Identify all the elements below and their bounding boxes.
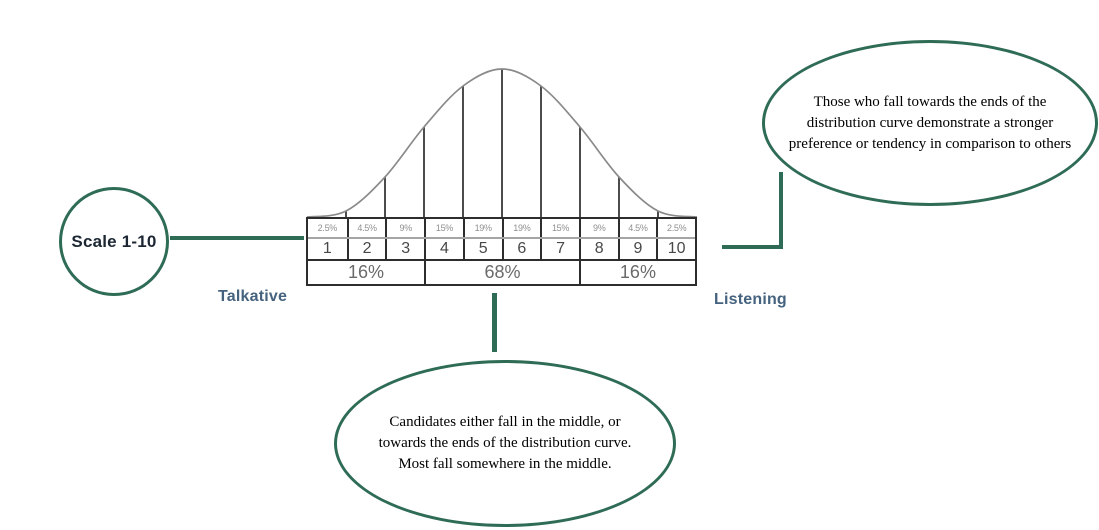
bell-curve-path <box>306 68 698 218</box>
percent-cell: 4.5% <box>617 219 657 237</box>
percent-cell: 15% <box>540 219 579 237</box>
percent-cell: 4.5% <box>346 219 386 237</box>
percent-cell: 19% <box>501 219 541 237</box>
callout-ends-of-curve: Those who fall towards the ends of the d… <box>762 40 1098 206</box>
callout-candidates-middle: Candidates either fall in the middle, or… <box>334 360 676 527</box>
callout-ends-of-curve-text: Those who fall towards the ends of the d… <box>788 93 1072 152</box>
score-cell: 1 <box>322 240 332 257</box>
percent-cell: 19% <box>462 219 502 237</box>
distribution-table: 2.5% 4.5% 9% 15% 19% 19% 15% 9% 4.5% 2.5… <box>306 217 697 286</box>
curve-segment-lines <box>345 69 659 219</box>
scale-circle-label: Scale 1-10 <box>71 231 157 251</box>
scale-circle: Scale 1-10 <box>59 187 169 296</box>
group-cell: 16% <box>348 262 385 282</box>
group-cell: 16% <box>578 261 695 284</box>
score-cell: 3 <box>385 239 424 259</box>
pole-label-listening: Listening <box>714 291 787 308</box>
score-cell: 10 <box>656 239 695 259</box>
score-cell: 5 <box>462 239 502 259</box>
connector-table-to-callout-vertical <box>779 172 783 249</box>
score-row: 1 2 3 4 5 6 7 8 9 10 <box>308 239 695 261</box>
score-cell: 4 <box>424 239 463 259</box>
score-cell: 9 <box>617 239 657 259</box>
pole-label-talkative: Talkative <box>218 288 288 305</box>
percent-cell: 2.5% <box>317 223 338 233</box>
callout-candidates-middle-text: Candidates either fall in the middle, or… <box>378 414 632 472</box>
score-cell: 7 <box>540 239 579 259</box>
percent-cell: 2.5% <box>656 219 695 237</box>
percent-cell: 15% <box>424 219 463 237</box>
score-cell: 8 <box>578 239 618 259</box>
connector-scale-to-table <box>170 236 304 240</box>
connector-table-to-bottom-callout <box>492 293 497 352</box>
connector-table-to-callout-horizontal <box>722 245 783 249</box>
group-percentage-row: 16% 68% 16% <box>308 261 695 284</box>
group-cell: 68% <box>424 261 579 284</box>
score-cell: 2 <box>346 239 386 259</box>
percent-cell: 9% <box>578 219 618 237</box>
score-cell: 6 <box>501 239 541 259</box>
percentage-row: 2.5% 4.5% 9% 15% 19% 19% 15% 9% 4.5% 2.5… <box>308 219 695 239</box>
percent-cell: 9% <box>385 219 424 237</box>
